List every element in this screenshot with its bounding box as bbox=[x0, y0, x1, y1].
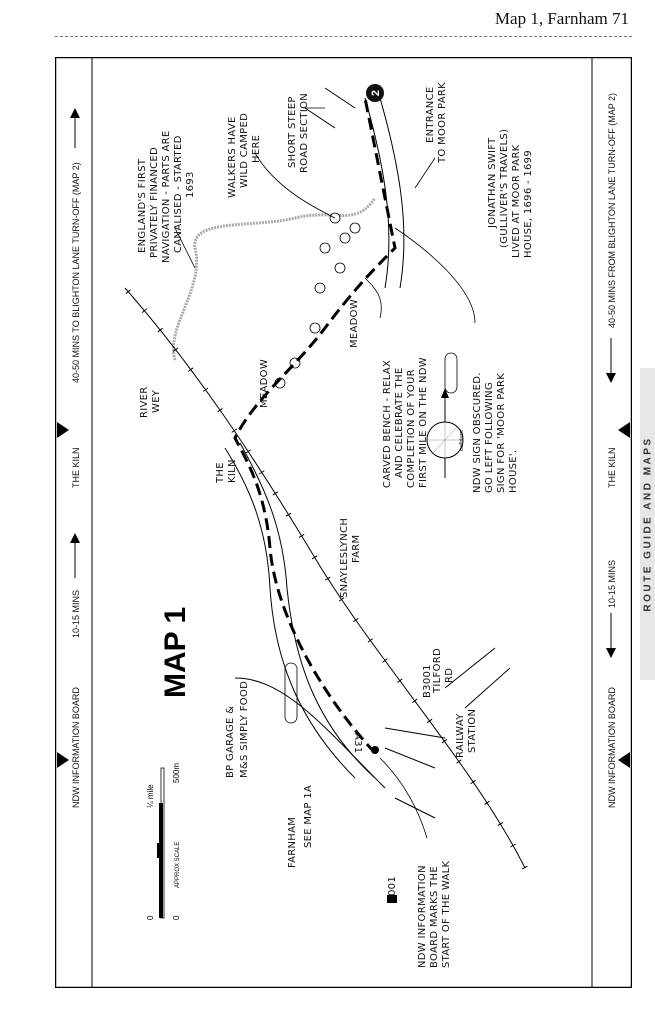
scale-bar: 0 ¼ mile 0 APPROX SCALE 500m bbox=[146, 763, 181, 920]
scale-m-label: 500m bbox=[172, 763, 181, 783]
top-lane-start: NDW INFORMATION BOARD bbox=[71, 687, 81, 808]
start-point-icon bbox=[371, 746, 379, 754]
steep-note: SHORT STEEPROAD SECTION bbox=[287, 93, 310, 173]
pointer-lines bbox=[174, 107, 476, 324]
section-tab: ROUTE GUIDE AND MAPS bbox=[640, 368, 655, 680]
roads bbox=[224, 87, 511, 819]
road-a31-label: A31 bbox=[352, 733, 363, 753]
railway-line bbox=[122, 286, 528, 870]
svg-text:2: 2 bbox=[370, 90, 382, 96]
arrow-right-icon bbox=[70, 108, 80, 148]
map-svg: NDW INFORMATION BOARD 10-15 MINS THE KIL… bbox=[55, 57, 632, 988]
top-lane-time1: 10-15 MINS bbox=[71, 590, 81, 638]
board-marker-icon bbox=[57, 752, 69, 768]
navigation-note: ENGLAND'S FIRSTPRIVATELY FINANCEDNAVIGAT… bbox=[137, 131, 196, 263]
running-head: Map 1, Farnham 71 bbox=[494, 9, 629, 28]
frame-border bbox=[55, 57, 632, 988]
top-lane-time2: 40-50 MINS TO BLIGHTON LANE TURN-OFF (MA… bbox=[71, 162, 81, 383]
scale-label: APPROX SCALE bbox=[175, 842, 181, 888]
river-label: RIVERWEY bbox=[139, 386, 162, 418]
meadow-label: MEADOW bbox=[349, 299, 360, 348]
scale-m-zero: 0 bbox=[172, 915, 181, 920]
bench-note: CARVED BENCH - RELAXAND CELEBRATE THECOM… bbox=[382, 357, 429, 488]
top-lane-mid: THE KILN bbox=[71, 447, 81, 488]
bottom-lane-start: NDW INFORMATION BOARD bbox=[607, 687, 617, 808]
bottom-lane: NDW INFORMATION BOARD 10-15 MINS THE KIL… bbox=[606, 93, 630, 808]
bottom-lane-time2: 40-50 MINS FROM BLIGHTON LANE TURN-OFF (… bbox=[607, 93, 617, 328]
river-wey bbox=[171, 197, 377, 361]
woodland bbox=[284, 352, 458, 724]
road-b3001-label: B3001 bbox=[422, 664, 433, 698]
map-2-marker: 2 bbox=[366, 84, 384, 102]
arrow-right-icon bbox=[70, 533, 80, 578]
section-tab-label: ROUTE GUIDE AND MAPS bbox=[642, 436, 653, 612]
compass-north-arrow-icon: trailblazer bbox=[426, 388, 465, 478]
pointer-line bbox=[379, 757, 428, 839]
top-lane: NDW INFORMATION BOARD 10-15 MINS THE KIL… bbox=[57, 108, 81, 808]
board-marker-icon bbox=[618, 752, 630, 768]
board-note: NDW INFORMATIONBOARD MARKS THESTART OF T… bbox=[417, 860, 452, 968]
town-sub: SEE MAP 1A bbox=[303, 785, 314, 848]
moor-park-note: ENTRANCETO MOOR PARK bbox=[425, 82, 448, 164]
map-frame: NDW INFORMATION BOARD 10-15 MINS THE KIL… bbox=[55, 57, 632, 988]
kiln-marker-icon bbox=[618, 422, 630, 438]
scale-mile-label: ¼ mile bbox=[146, 784, 155, 808]
meadow-label: MEADOW bbox=[259, 359, 270, 408]
garage-note: BP GARAGE &M&S SIMPLY FOOD bbox=[225, 681, 250, 778]
arrow-left-icon bbox=[606, 338, 616, 383]
scale-mile-zero: 0 bbox=[146, 915, 155, 920]
compass-logo: trailblazer bbox=[459, 429, 465, 451]
arrow-left-icon bbox=[606, 613, 616, 658]
header-rule bbox=[55, 36, 632, 37]
railway-station-label: RAILWAYSTATION bbox=[455, 709, 478, 758]
farm-label: SNAYLESLYNCHFARM bbox=[339, 518, 362, 598]
map-title: MAP 1 bbox=[159, 607, 192, 698]
town-farnham: FARNHAM bbox=[287, 817, 298, 868]
info-board-icon bbox=[387, 895, 397, 903]
ndw-route bbox=[233, 97, 397, 755]
bottom-lane-mid: THE KILN bbox=[607, 447, 617, 488]
kiln-marker-icon bbox=[57, 422, 69, 438]
swift-note: JONATHAN SWIFT(GULLIVER'S TRAVELS)LIVED … bbox=[487, 129, 534, 258]
tilford-label: TILFORDRD bbox=[432, 648, 455, 694]
sign-note: NDW SIGN OBSCURED.GO LEFT FOLLOWINGSIGN … bbox=[472, 372, 519, 493]
waypoint-001: 001 bbox=[387, 876, 398, 896]
camped-note: WALKERS HAVEWILD CAMPEDHERE bbox=[227, 113, 262, 198]
kiln-label: THEKILN bbox=[215, 459, 238, 484]
bottom-lane-time1: 10-15 MINS bbox=[607, 560, 617, 608]
